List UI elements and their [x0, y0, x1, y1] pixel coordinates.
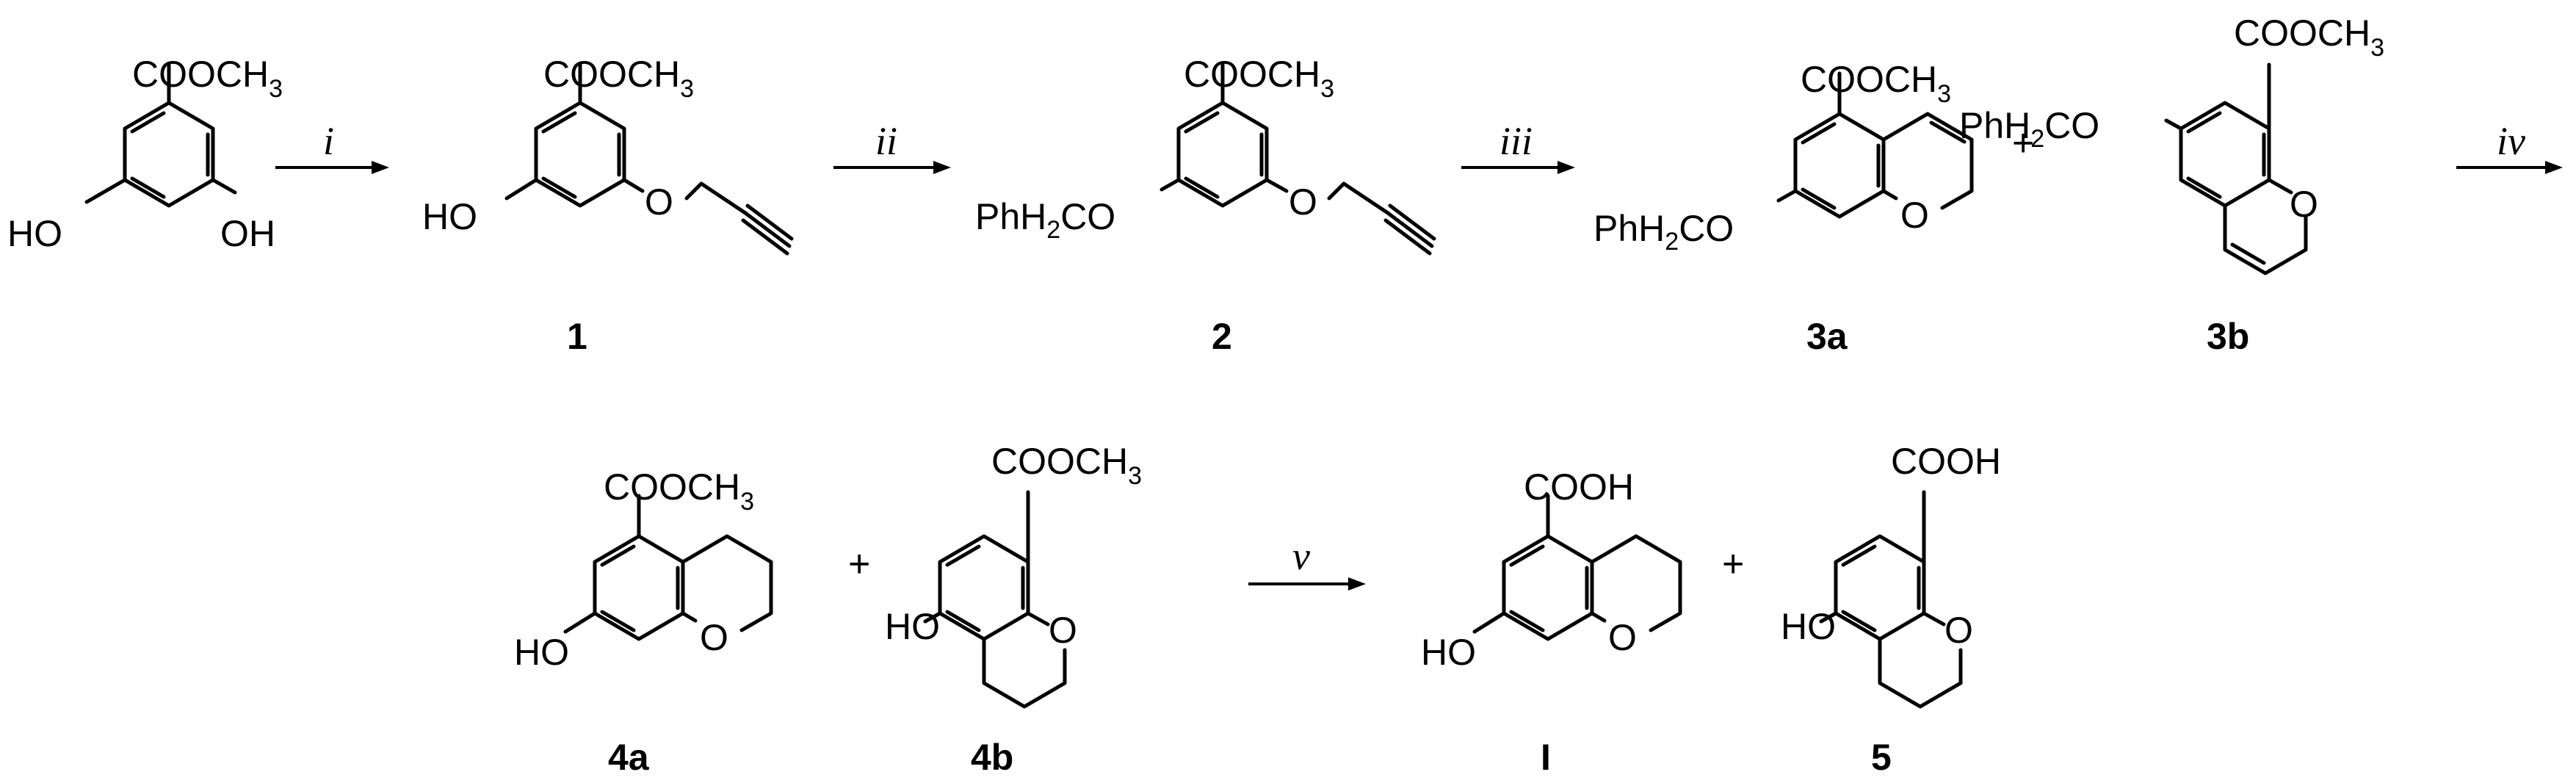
arrow-iii: iii: [1461, 119, 1575, 174]
ring-oxygen: O: [1608, 617, 1637, 658]
compound-2: COOCH3 PhH2CO O 2: [975, 54, 1436, 357]
plus-sign: +: [2012, 122, 2034, 165]
plus-sign: +: [1722, 543, 1744, 585]
ring-oxygen: O: [1944, 610, 1973, 651]
condition-iv: iv: [2497, 119, 2525, 163]
condition-v: v: [1292, 534, 1310, 578]
compound-label: 4b: [971, 737, 1013, 778]
compound-start: COOCH3 HO OH: [7, 54, 283, 254]
ester-group: COOCH3: [1801, 59, 1951, 108]
hydroxyl: HO: [514, 632, 569, 673]
compound-3a: COOCH3 PhH2CO O 3a: [1593, 59, 1974, 357]
arrow-i: i: [275, 119, 389, 174]
compound-I: COOH HO O I: [1421, 466, 1682, 778]
ester-group: COOCH3: [132, 54, 283, 103]
arrow-iv: iv: [2456, 119, 2563, 174]
hydroxyl: HO: [422, 196, 477, 237]
compound-label: I: [1541, 737, 1551, 778]
compound-4a: COOCH3 HO O 4a: [514, 466, 773, 778]
compound-1: COOCH3 HO O 1: [422, 54, 794, 357]
arrow-v: v: [1248, 534, 1366, 591]
acid-group: COOH: [1891, 441, 2001, 482]
compound-label: 5: [1871, 737, 1892, 778]
ring-oxygen: O: [700, 617, 728, 658]
compound-label: 2: [1212, 316, 1232, 357]
ester-group: COOCH3: [991, 441, 1142, 490]
acid-group: COOH: [1524, 466, 1634, 508]
benzyloxy-group: PhH2CO: [1959, 105, 2099, 153]
ester-group: COOCH3: [2234, 12, 2384, 62]
compound-5: COOH HO O 5: [1781, 441, 2001, 778]
condition-iii: iii: [1499, 119, 1533, 163]
compound-label: 4a: [608, 737, 650, 778]
ester-group: COOCH3: [1184, 54, 1334, 103]
benzyloxy-group: PhH2CO: [975, 196, 1115, 244]
hydroxyl: HO: [1421, 632, 1476, 673]
condition-i: i: [323, 119, 334, 163]
hydroxyl: HO: [1781, 606, 1836, 647]
compound-label: 3a: [1806, 316, 1848, 357]
compound-3b: COOCH3 PhH2CO O 3b: [1959, 12, 2384, 357]
ester-group: COOCH3: [543, 54, 694, 103]
hydroxyl-right: OH: [220, 213, 275, 254]
plus-sign: +: [848, 543, 870, 585]
ring-oxygen: O: [2290, 184, 2318, 225]
ether-oxygen: O: [645, 181, 673, 223]
compound-label: 1: [567, 316, 587, 357]
hydroxyl: HO: [885, 606, 940, 647]
compound-label: 3b: [2207, 316, 2249, 357]
arrow-ii: ii: [833, 119, 951, 174]
compound-4b: COOCH3 HO O 4b: [885, 441, 1142, 778]
ring-oxygen: O: [1049, 610, 1077, 651]
ether-oxygen: O: [1289, 181, 1317, 223]
ring-oxygen: O: [1900, 195, 1929, 236]
hydroxyl-left: HO: [7, 213, 62, 254]
ester-group: COOCH3: [604, 466, 754, 516]
condition-ii: ii: [875, 119, 897, 163]
benzyloxy-group: PhH2CO: [1593, 208, 1734, 256]
